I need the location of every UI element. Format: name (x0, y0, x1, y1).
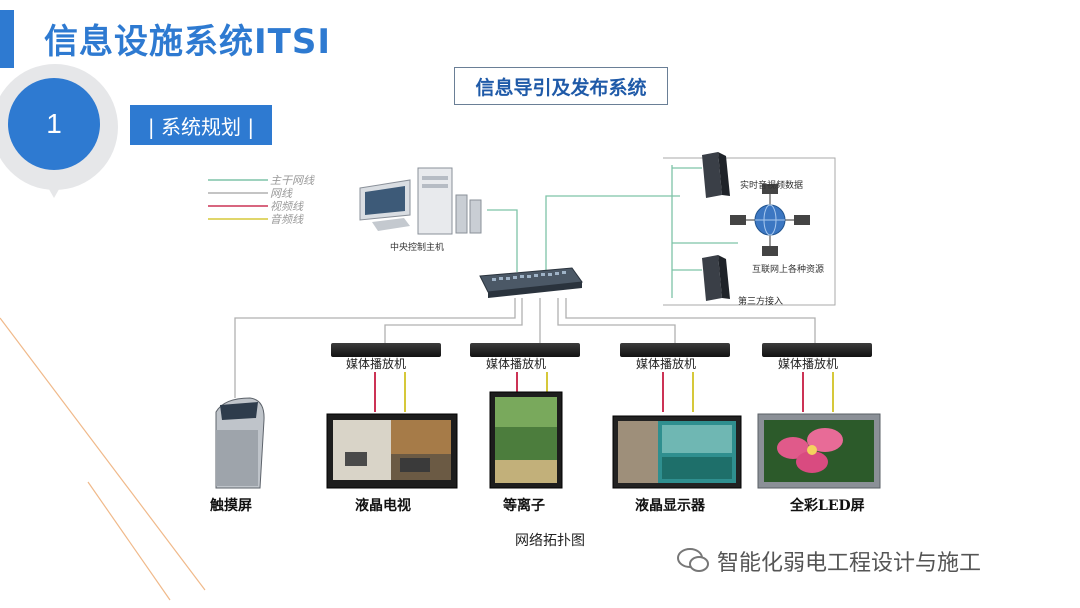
plasma-screen-illustration (489, 391, 563, 489)
realtime-data-label: 实时音视频数据 (740, 181, 804, 191)
media-player-3 (620, 343, 730, 357)
central-host-illustration (359, 167, 482, 235)
media-player-4 (762, 343, 872, 357)
legend-label-audio: 音频线 (270, 213, 303, 226)
av-cables (374, 372, 834, 412)
media-player-4-label: 媒体播放机 (778, 357, 839, 371)
device-label-lcd-monitor: 液晶显示器 (635, 498, 705, 514)
watermark-text: 智能化弱电工程设计与施工 (717, 551, 982, 576)
switch-ports (492, 271, 566, 281)
internet-globe-illustration (730, 184, 810, 256)
server-realtime-illustration (702, 152, 730, 198)
decor-line-2 (87, 481, 171, 601)
media-player-3-label: 媒体播放机 (636, 357, 697, 371)
decor-line-1 (0, 317, 206, 591)
network-switch-side (488, 282, 582, 298)
internet-resources-label: 互联网上各种资源 (752, 265, 825, 275)
third-party-label: 第三方接入 (738, 297, 784, 307)
media-player-1 (331, 343, 441, 357)
section-number-badge: 1 (8, 78, 100, 170)
legend-label-backbone: 主干网线 (270, 174, 314, 187)
title-accent-bar (0, 10, 14, 68)
device-label-lcd-tv: 液晶电视 (355, 498, 411, 514)
backbone-host-switch (487, 209, 518, 272)
net-line-player3 (557, 298, 676, 344)
net-line-player4 (565, 298, 816, 344)
media-player-1-label: 媒体播放机 (346, 357, 407, 371)
section-tag: | 系统规划 | (130, 105, 272, 145)
server-third-party-illustration (702, 255, 730, 301)
lcd-tv-illustration (326, 413, 458, 489)
touch-kiosk-illustration (215, 397, 265, 489)
diagram-caption: 网络拓扑图 (515, 533, 585, 549)
legend: 主干网线 网线 视频线 音频线 (208, 172, 338, 228)
media-player-2 (470, 343, 580, 357)
page-title: 信息设施系统ITSI (44, 22, 331, 62)
led-screen-illustration (757, 413, 881, 489)
remote-frame (663, 157, 836, 306)
device-label-led: 全彩LED屏 (790, 498, 865, 514)
legend-swatches (208, 179, 268, 220)
net-line-touch (234, 298, 516, 398)
device-label-touch: 触摸屏 (210, 498, 252, 514)
device-label-plasma: 等离子 (503, 498, 545, 514)
badge-pointer (38, 170, 70, 198)
wechat-icon (676, 546, 710, 574)
diagram-subtitle: 信息导引及发布系统 (454, 67, 668, 105)
net-line-player1 (384, 298, 523, 344)
lcd-monitor-illustration (612, 415, 742, 489)
backbone-switch-remote (545, 195, 680, 272)
host-label: 中央控制主机 (390, 243, 445, 253)
legend-label-video: 视频线 (270, 200, 303, 213)
media-player-2-label: 媒体播放机 (486, 357, 547, 371)
legend-label-network: 网线 (270, 187, 292, 200)
